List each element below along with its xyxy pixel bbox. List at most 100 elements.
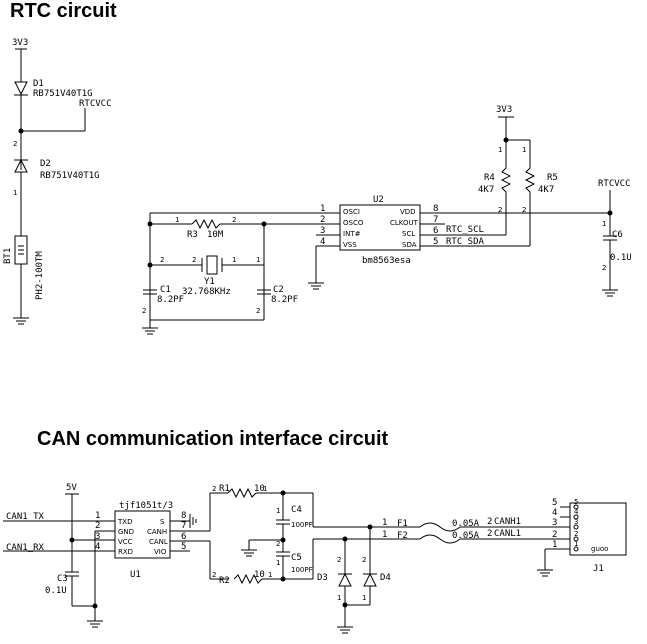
c6-value: 0.1U	[610, 253, 632, 263]
svg-text:2: 2	[13, 140, 17, 148]
rtc-section-title: RTC circuit	[10, 0, 117, 22]
capacitor-c5: C5 100PF	[276, 551, 313, 574]
bt1-value: PH2-100TM	[35, 251, 45, 300]
svg-text:1: 1	[232, 256, 236, 264]
net-canl1: CANL1	[494, 529, 521, 539]
svg-text:2: 2	[256, 307, 260, 315]
svg-text:2: 2	[142, 307, 146, 315]
svg-text:SCL: SCL	[402, 230, 415, 238]
svg-text:1: 1	[498, 146, 502, 154]
svg-text:2: 2	[212, 485, 216, 493]
svg-text:2: 2	[574, 530, 578, 538]
svg-text:S: S	[160, 518, 165, 526]
svg-text:4: 4	[574, 508, 579, 516]
svg-text:8: 8	[433, 204, 438, 214]
diode-d4: D4 2 1	[362, 527, 391, 605]
resistor-r1: R1 10	[219, 484, 265, 499]
capacitor-c3: C3 0.1U	[45, 540, 95, 607]
svg-text:2: 2	[95, 521, 100, 531]
y1-value: 32.768KHz	[182, 287, 231, 297]
d4-ref: D4	[380, 573, 391, 583]
j1-value: guoo	[591, 545, 608, 553]
c3-value: 0.1U	[45, 586, 67, 596]
c2-ref: C2	[273, 285, 284, 295]
can-circuit: 5V CAN1_TX CAN1_RX C	[3, 483, 627, 634]
r5-value: 4K7	[538, 185, 554, 195]
diode-d1: D1 RB751V40T1G	[14, 79, 93, 170]
svg-text:2: 2	[498, 206, 502, 214]
svg-text:5: 5	[433, 237, 438, 247]
svg-text:CANH: CANH	[147, 528, 167, 536]
battery-bt1: BT1 PH2-100TM	[3, 235, 45, 318]
svg-text:3: 3	[574, 518, 578, 526]
svg-text:2: 2	[487, 517, 492, 527]
svg-text:2: 2	[192, 256, 196, 264]
svg-text:5: 5	[181, 542, 186, 552]
c4-value: 100PF	[291, 521, 313, 529]
svg-text:INT#: INT#	[343, 230, 361, 238]
ic-u1: tjf1051t/3 U1 TXD GND VCC RXD S CANH CAN…	[95, 501, 210, 580]
rtc-circuit: 3V3 D1 RB751V40T1G RTCVCC 2 D2	[3, 38, 632, 335]
c3-ref: C3	[57, 574, 68, 584]
c5-ref: C5	[291, 553, 302, 563]
c6-ref: C6	[612, 230, 623, 240]
capacitor-c4: C4 100PF	[276, 505, 313, 529]
u1-part: tjf1051t/3	[119, 501, 173, 511]
svg-text:4: 4	[95, 542, 100, 552]
r1-ref: R1	[219, 484, 230, 494]
d2-value: RB751V40T1G	[40, 171, 100, 181]
r4-value: 4K7	[478, 185, 494, 195]
u2-part: bm8563esa	[362, 256, 411, 266]
svg-text:7: 7	[433, 215, 438, 225]
net-rtc-scl: RTC_SCL	[446, 225, 484, 235]
svg-text:2: 2	[552, 530, 557, 540]
svg-text:6: 6	[433, 226, 438, 236]
c5-value: 100PF	[291, 566, 313, 574]
fuse-f1: F1 0.05A	[397, 519, 480, 532]
diode-d2: D2 RB751V40T1G	[14, 158, 100, 236]
svg-text:1: 1	[268, 571, 272, 579]
svg-text:1: 1	[276, 559, 280, 567]
svg-text:5: 5	[574, 498, 578, 506]
r3-ref: R3	[187, 230, 198, 240]
d1-ref: D1	[33, 79, 44, 89]
net-can1-rx: CAN1_RX	[6, 543, 45, 553]
fuse-f2: F2 0.05A	[397, 531, 480, 544]
svg-text:3: 3	[320, 226, 325, 236]
c1-value: 8.2PF	[157, 295, 184, 305]
svg-text:1: 1	[522, 146, 526, 154]
net-3v3-right: 3V3	[496, 105, 512, 115]
r3-value: 10M	[207, 230, 224, 240]
svg-text:1: 1	[320, 204, 325, 214]
resistor-r3	[191, 218, 221, 230]
resistor-r5: R5 4K7	[524, 167, 558, 195]
c2-value: 8.2PF	[271, 295, 298, 305]
svg-text:SDA: SDA	[402, 241, 417, 249]
can-section-title: CAN communication interface circuit	[37, 428, 389, 450]
svg-text:VIO: VIO	[154, 548, 167, 556]
resistor-r2: R2 10	[219, 570, 265, 586]
r2-value: 10	[254, 570, 265, 580]
svg-text:1: 1	[13, 189, 17, 197]
svg-text:2: 2	[362, 556, 366, 564]
svg-text:3: 3	[552, 518, 557, 528]
svg-text:RXD: RXD	[118, 548, 133, 556]
net-can1-tx: CAN1_TX	[6, 512, 45, 522]
svg-text:4: 4	[320, 237, 325, 247]
net-rtcvcc-left: RTCVCC	[79, 99, 112, 109]
svg-text:2: 2	[160, 256, 164, 264]
svg-text:1: 1	[552, 540, 557, 550]
svg-text:8: 8	[181, 511, 186, 521]
svg-text:1: 1	[574, 540, 578, 548]
diode-d3: D3 2 1	[317, 539, 352, 605]
svg-text:1: 1	[256, 256, 260, 264]
svg-text:5: 5	[552, 498, 557, 508]
svg-text:2: 2	[487, 529, 492, 539]
svg-text:1: 1	[382, 530, 387, 540]
svg-text:VSS: VSS	[343, 241, 357, 249]
svg-text:TXD: TXD	[117, 518, 132, 526]
crystal-y1: 2 2 1 1 Y1 32.768KHz	[147, 255, 264, 297]
svg-text:4: 4	[552, 508, 557, 518]
